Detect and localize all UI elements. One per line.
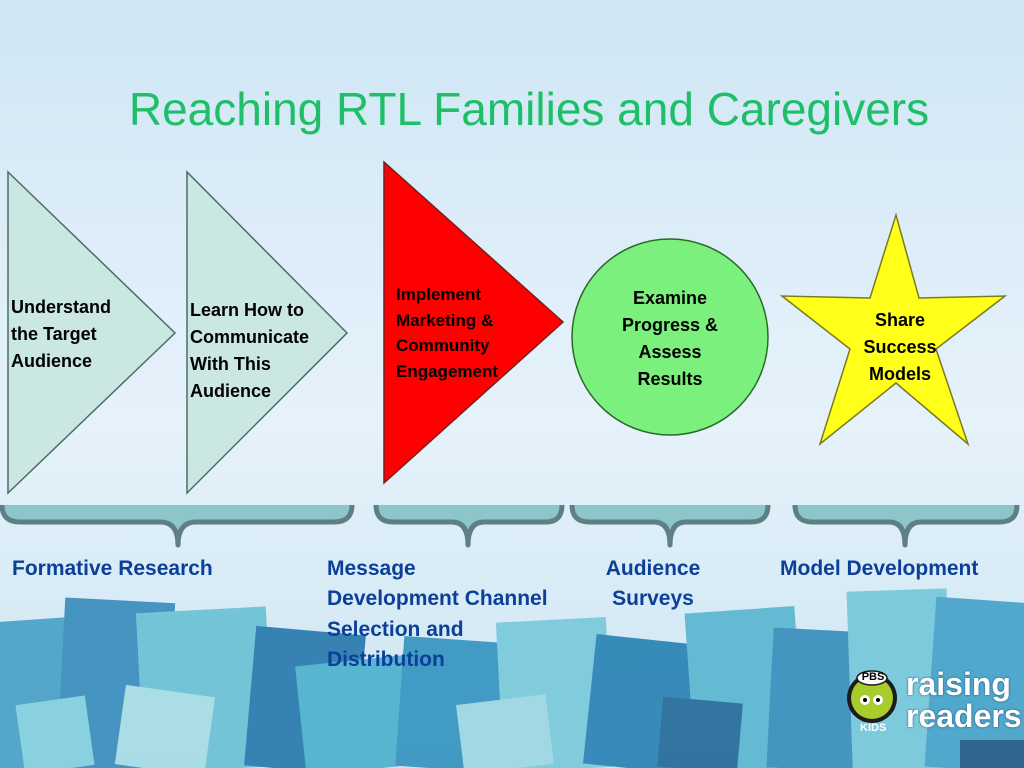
- phase-audience-surveys: Audience Surveys: [605, 557, 701, 611]
- step-2-arrow-shape: [186, 170, 349, 495]
- step-5-star-shape: [779, 212, 1008, 447]
- step-3-label: Implement Marketing & Community Engageme…: [396, 285, 499, 381]
- brace-model-development: [792, 504, 1020, 548]
- brace-formative-research: [0, 504, 355, 548]
- brace-message-development: [373, 504, 565, 548]
- step-4-label: Examine Progress & Assess Results: [621, 288, 719, 389]
- step-2-label: Learn How to Communicate With This Audie…: [190, 300, 310, 401]
- slide-title: Reaching RTL Families and Caregivers: [128, 83, 930, 135]
- step-1-arrow-shape: [7, 170, 177, 495]
- logo-word-readers: readers: [906, 698, 1022, 734]
- pbs-kids-character-icon: [847, 670, 897, 723]
- step-3-arrow-shape: [383, 160, 565, 485]
- logo-word-raising: raising: [906, 666, 1011, 702]
- phase-message-development: Message Development Channel Selection an…: [327, 557, 548, 672]
- step-4-circle-shape: [571, 238, 769, 436]
- step-5-label: Share Success Models: [863, 310, 937, 384]
- logo-kids-text: KIDS: [860, 722, 887, 734]
- brace-audience-surveys: [569, 504, 771, 548]
- step-1-label: Understand the Target Audience: [11, 297, 112, 371]
- phase-formative-research: Formative Research: [12, 557, 213, 580]
- phase-model-development: Model Development: [780, 557, 979, 580]
- pbs-badge-text: PBS: [861, 671, 885, 683]
